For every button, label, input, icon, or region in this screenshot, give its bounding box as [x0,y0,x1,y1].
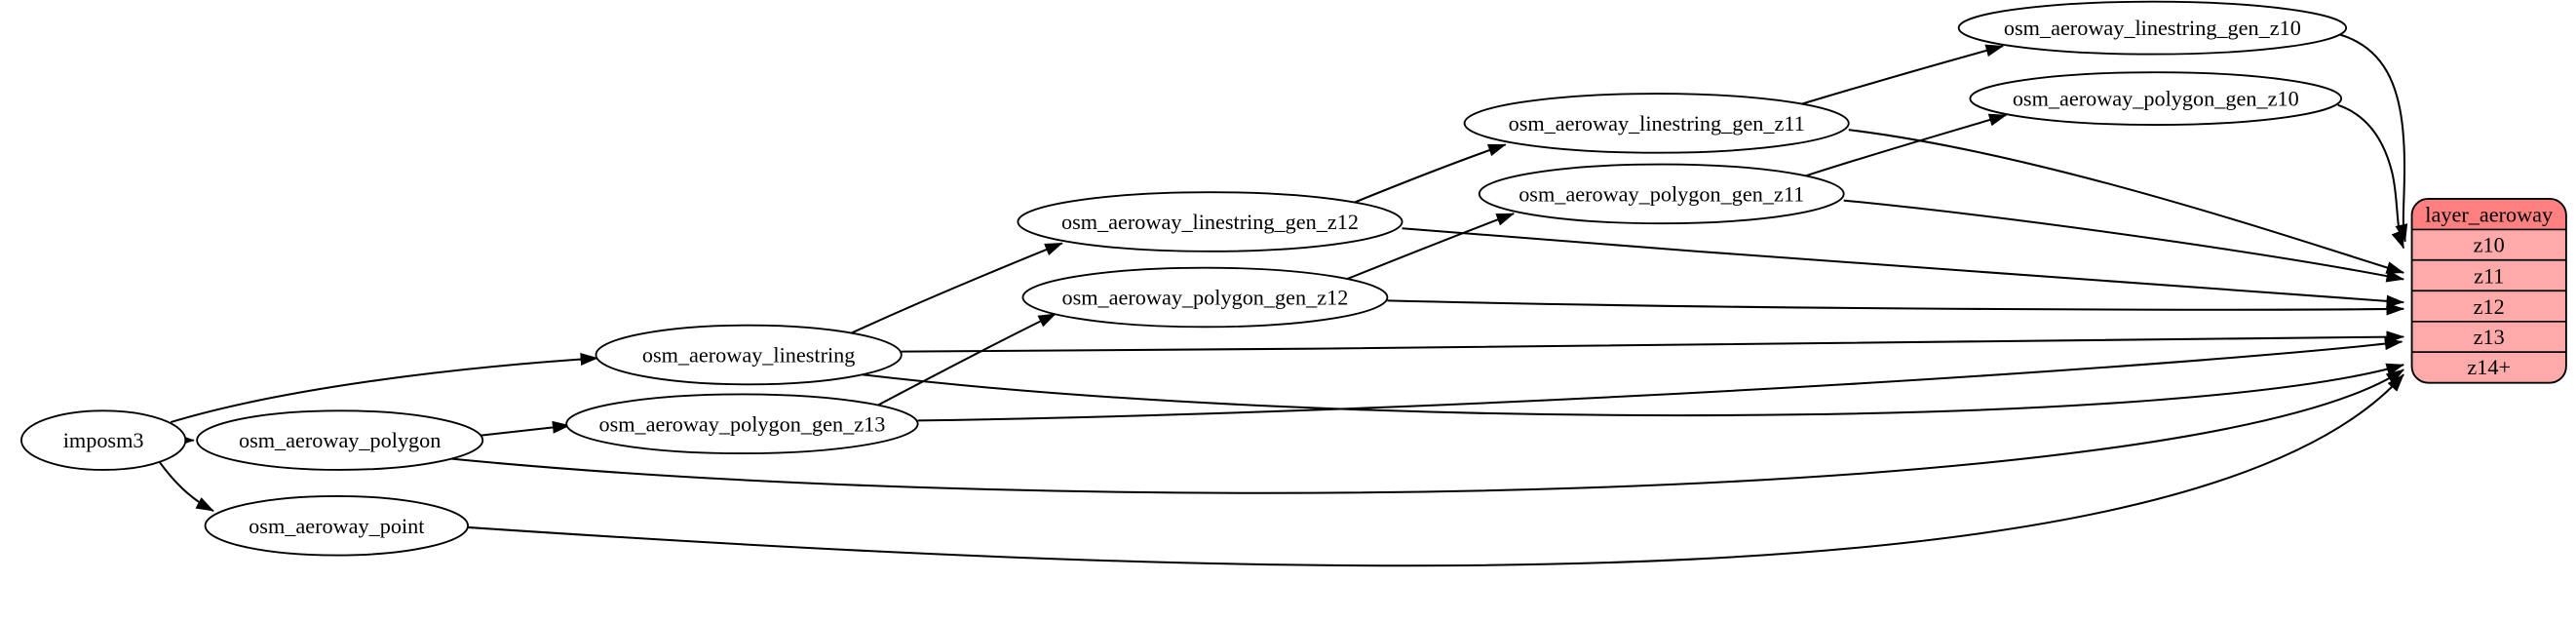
node-osm-aeroway-polygon-gen-z11-label: osm_aeroway_polygon_gen_z11 [1519,181,1804,206]
node-layer-aeroway-table: layer_aeroway z10 z11 z12 z13 z14+ [2410,197,2567,384]
node-imposm3-shape [19,409,187,471]
node-osm-aeroway-polygon: osm_aeroway_polygon [196,409,484,471]
edge-osm_aeroway_linestring_gen_z10-layer_z10 [2339,33,2408,243]
node-osm-aeroway-linestring-gen-z10: osm_aeroway_linestring_gen_z10 [1957,0,2348,56]
edge-osm_aeroway_polygon-layer_z14 [446,369,2404,494]
edge-osm_aeroway_linestring-layer_z14 [862,363,2405,417]
edge-osm_aeroway_polygon_gen_z12-layer_z12 [1387,299,2405,316]
edge-osm_aeroway_polygon_gen_z12-osm_aeroway_polygon_gen_z11 [1345,213,1515,281]
node-osm-aeroway-polygon-gen-z11-shape [1478,163,1845,225]
edge-osm_aeroway_point-layer_z14 [468,373,2404,567]
node-osm-aeroway-polygon-label: osm_aeroway_polygon [239,428,441,452]
layer-table-row-z10: z10 [2474,233,2505,257]
edge-imposm3-osm_aeroway_linestring [170,353,599,424]
node-osm-aeroway-polygon-gen-z10: osm_aeroway_polygon_gen_z10 [1969,71,2343,127]
edge-osm_aeroway_polygon_gen_z13-osm_aeroway_polygon_gen_z12 [876,312,1057,408]
node-osm-aeroway-linestring-gen-z10-shape [1957,0,2348,56]
node-osm-aeroway-linestring-gen-z11-label: osm_aeroway_linestring_gen_z11 [1509,111,1805,136]
node-osm-aeroway-polygon-shape [196,409,484,471]
edge-osm_aeroway_linestring_gen_z11-osm_aeroway_linestring_gen_z10 [1797,44,2004,106]
layer-table-border [2410,197,2567,384]
edge-osm_aeroway_linestring-layer_z13 [901,330,2405,353]
layer-table-row-z11: z11 [2474,264,2504,289]
node-osm-aeroway-linestring-gen-z12-label: osm_aeroway_linestring_gen_z12 [1061,210,1359,234]
edge-imposm3-osm_aeroway_point [158,460,214,512]
node-osm-aeroway-polygon-gen-z13: osm_aeroway_polygon_gen_z13 [565,393,919,455]
node-osm-aeroway-point: osm_aeroway_point [204,494,470,557]
node-imposm3: imposm3 [19,409,187,471]
edge-osm_aeroway_polygon_gen_z11-layer_z11 [1843,199,2405,283]
node-osm-aeroway-linestring: osm_aeroway_linestring [595,324,903,386]
edge-osm_aeroway_polygon_gen_z10-layer_z10 [2337,103,2405,250]
node-osm-aeroway-polygon-gen-z12: osm_aeroway_polygon_gen_z12 [1021,266,1389,329]
node-osm-aeroway-linestring-gen-z12: osm_aeroway_linestring_gen_z12 [1017,191,1403,252]
node-osm-aeroway-polygon-gen-z11: osm_aeroway_polygon_gen_z11 [1478,163,1845,225]
node-osm-aeroway-linestring-gen-z12-shape [1017,191,1403,252]
edge-osm_aeroway_linestring_gen_z12-osm_aeroway_linestring_gen_z11 [1350,143,1507,205]
node-osm-aeroway-polygon-gen-z10-label: osm_aeroway_polygon_gen_z10 [2013,87,2299,111]
layer-table-header-bg [2411,198,2566,230]
node-osm-aeroway-polygon-gen-z13-label: osm_aeroway_polygon_gen_z13 [598,411,885,436]
node-osm-aeroway-polygon-gen-z12-shape [1021,266,1389,329]
layer-table-row-z12: z12 [2474,294,2505,319]
node-osm-aeroway-point-label: osm_aeroway_point [249,514,425,538]
node-osm-aeroway-linestring-shape [595,324,903,386]
layer-table-row-z13: z13 [2474,325,2505,349]
node-osm-aeroway-linestring-label: osm_aeroway_linestring [642,343,856,368]
layer-table-row-z14plus: z14+ [2467,355,2511,379]
node-osm-aeroway-linestring-gen-z11: osm_aeroway_linestring_gen_z11 [1463,93,1850,154]
node-imposm3-label: imposm3 [63,428,144,452]
node-osm-aeroway-point-shape [204,494,470,557]
edge-osm_aeroway_polygon_gen_z13-layer_z13 [917,337,2403,422]
edge-osm_aeroway_linestring_gen_z12-layer_z12 [1402,227,2405,308]
edges-layer [158,33,2408,567]
layer-table-rows-bg [2411,229,2566,383]
edge-osm_aeroway_polygon-osm_aeroway_polygon_gen_z13 [481,420,571,437]
edge-osm_aeroway_linestring-osm_aeroway_linestring_gen_z12 [850,242,1063,335]
node-osm-aeroway-polygon-gen-z10-shape [1969,71,2343,127]
layer-table-title: layer_aeroway [2425,202,2554,226]
edge-osm_aeroway_linestring_gen_z11-layer_z11 [1848,129,2405,274]
node-osm-aeroway-polygon-gen-z12-label: osm_aeroway_polygon_gen_z12 [1062,286,1349,310]
nodes-layer: imposm3 osm_aeroway_polygon osm_aeroway_… [19,0,2567,557]
node-osm-aeroway-polygon-gen-z13-shape [565,393,919,455]
edge-osm_aeroway_polygon_gen_z11-osm_aeroway_polygon_gen_z10 [1805,113,2008,177]
node-osm-aeroway-linestring-gen-z10-label: osm_aeroway_linestring_gen_z10 [2004,16,2301,40]
node-osm-aeroway-linestring-gen-z11-shape [1463,93,1850,154]
